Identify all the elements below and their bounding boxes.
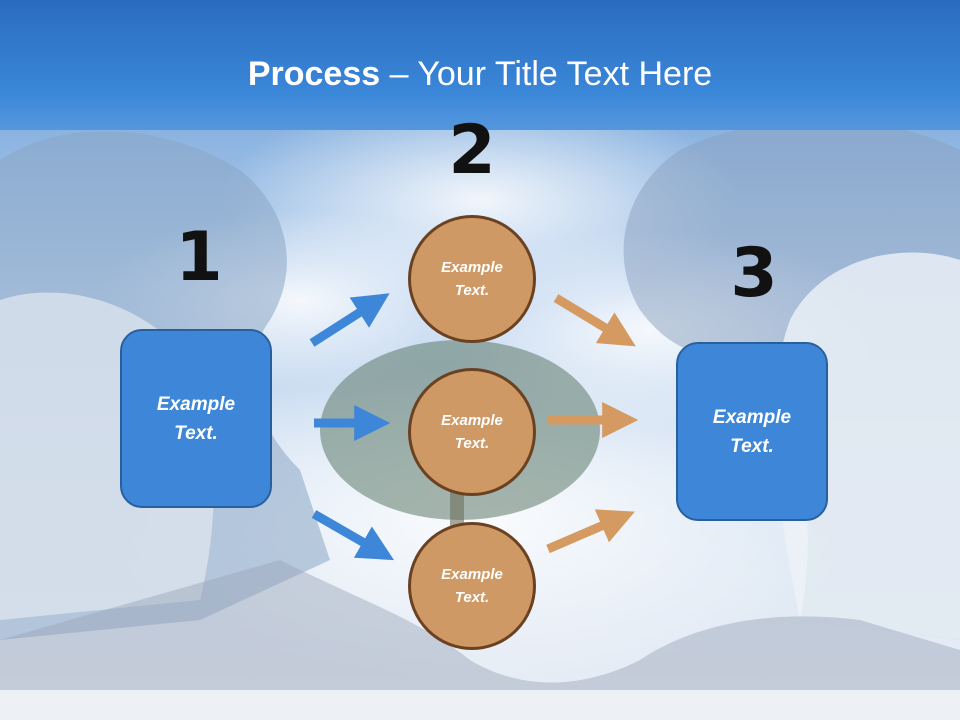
arrow-blue-up xyxy=(309,293,390,347)
step-3-box[interactable]: Example Text. xyxy=(676,342,828,521)
step-number-3: 3 xyxy=(730,234,778,313)
step-number-1: 1 xyxy=(175,218,223,297)
header-band xyxy=(0,0,960,130)
circle-middle-text: Example Text. xyxy=(441,412,503,452)
circle-bottom[interactable]: Example Text. xyxy=(408,522,536,650)
arrow-orange-down xyxy=(553,294,636,347)
step-1-text: Example Text. xyxy=(156,393,236,444)
step-3-text: Example Text. xyxy=(712,406,792,457)
title-rest: – Your Title Text Here xyxy=(380,55,713,93)
step-number-2: 2 xyxy=(448,111,496,190)
arrow-blue-down xyxy=(311,510,395,561)
step-1-box[interactable]: Example Text. xyxy=(120,329,272,508)
circle-bottom-text: Example Text. xyxy=(441,566,503,606)
slide-title: Process – Your Title Text Here xyxy=(0,52,960,96)
circle-top[interactable]: Example Text. xyxy=(408,215,536,343)
circle-top-text: Example Text. xyxy=(441,259,503,299)
circle-middle[interactable]: Example Text. xyxy=(408,368,536,496)
title-bold: Process xyxy=(247,55,381,93)
arrow-orange-up xyxy=(546,509,635,554)
